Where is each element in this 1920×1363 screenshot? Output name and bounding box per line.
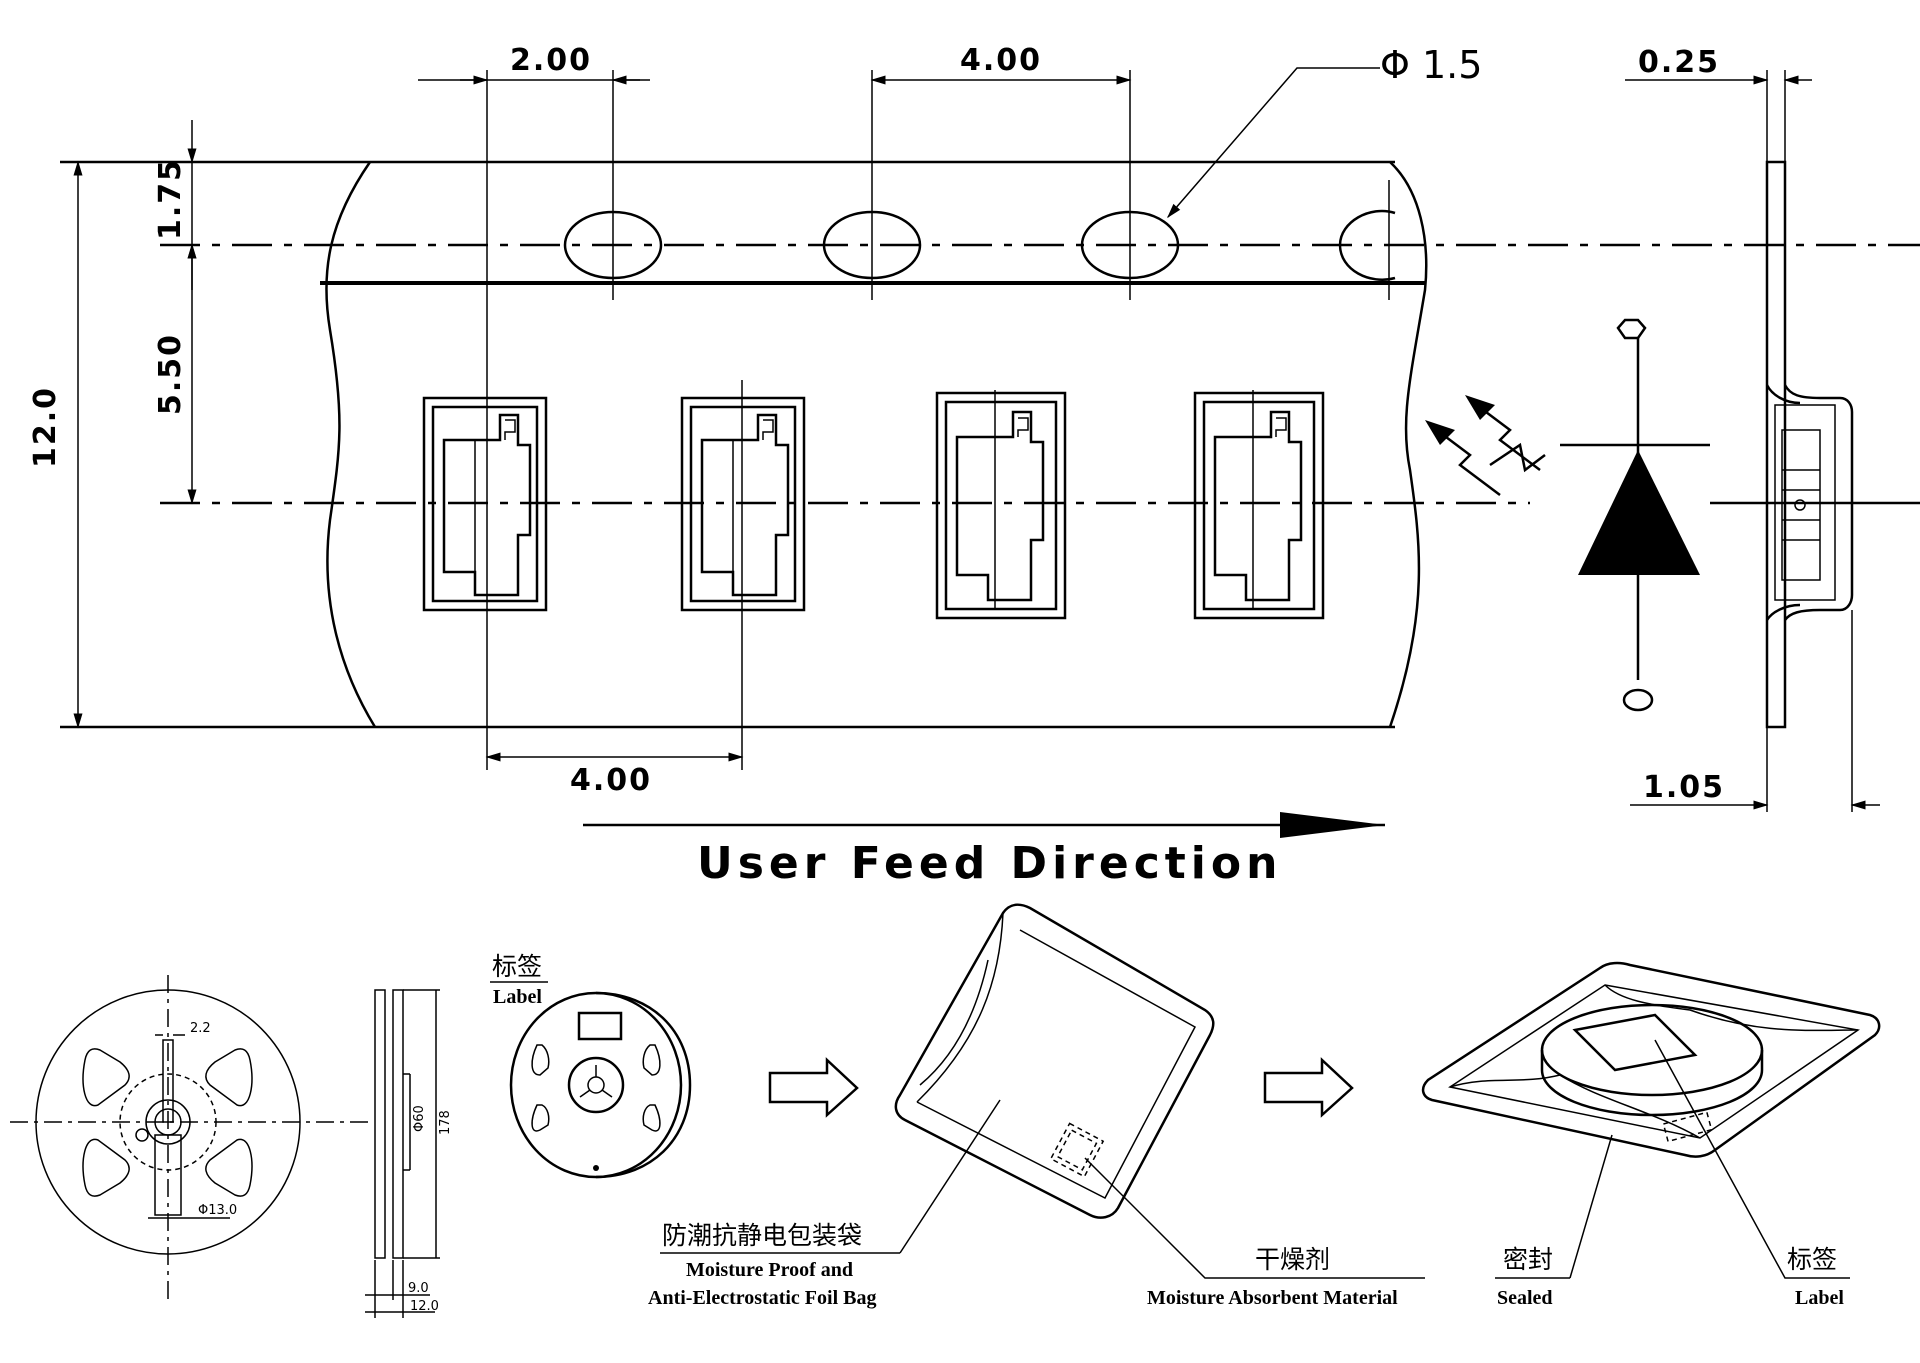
carrier-tape-side-view: 0.25 1.05: [1625, 45, 1880, 812]
step-arrow-1: [768, 1057, 859, 1118]
dim-inner-60: Φ60: [412, 1105, 427, 1132]
dim-hub-13: Φ13.0: [198, 1203, 237, 1218]
feed-direction: User Feed Direction: [583, 812, 1385, 889]
dim-slot-2-2: 2.2: [190, 1021, 211, 1036]
bag-label-en-1: Moisture Proof and: [686, 1259, 853, 1281]
dim-width-9: 9.0: [408, 1281, 429, 1296]
reel-front-view: 2.2 Φ13.0: [10, 975, 370, 1300]
sealed-label-en: Sealed: [1497, 1287, 1553, 1309]
step-arrow-2: [1263, 1057, 1354, 1118]
foil-bag: 防潮抗静电包装袋 Moisture Proof and Anti-Electro…: [648, 903, 1425, 1309]
final-label-en: Label: [1795, 1287, 1844, 1309]
pocket-3: [935, 390, 1067, 620]
dim-hole-diameter: Φ 1.5: [1380, 43, 1482, 87]
dim-4-00-bottom: 4.00: [570, 763, 652, 798]
desiccant-label-en: Moisture Absorbent Material: [1147, 1287, 1398, 1309]
dim-1-05: 1.05: [1643, 770, 1725, 805]
final-label-zh: 标签: [1787, 1245, 1837, 1274]
dim-4-00-top: 4.00: [960, 43, 1042, 78]
reel-label-zh: 标签: [492, 952, 542, 981]
photodiode-symbol: [1425, 318, 1710, 712]
sealed-label-zh: 密封: [1503, 1245, 1553, 1274]
desiccant-label-zh: 干燥剂: [1255, 1245, 1330, 1274]
pocket-1: [422, 396, 548, 612]
reel-with-label: 标签 Label: [490, 952, 692, 1179]
dim-0-25: 0.25: [1638, 45, 1720, 80]
dim-width-12: 12.0: [410, 1299, 439, 1314]
bag-label-en-2: Anti-Electrostatic Foil Bag: [648, 1287, 876, 1309]
bag-label-zh: 防潮抗静电包装袋: [662, 1221, 862, 1250]
sealed-bag: 密封 Sealed 标签 Label: [1421, 961, 1881, 1309]
dim-1-75: 1.75: [153, 158, 188, 240]
dim-12-0: 12.0: [28, 386, 63, 468]
reel-side-view: Φ60 178 9.0 12.0: [365, 989, 453, 1318]
feed-direction-label: User Feed Direction: [697, 838, 1282, 889]
reel-label-en: Label: [493, 986, 542, 1008]
dim-2-00: 2.00: [510, 43, 592, 78]
dim-5-50: 5.50: [153, 333, 188, 415]
pocket-4: [1193, 390, 1325, 620]
dim-outer-178: 178: [438, 1110, 453, 1135]
pocket-2: [680, 396, 806, 612]
carrier-tape-top-view: 2.00 4.00 Φ 1.5 12.0 1.75 5.50 4.00: [28, 43, 1920, 798]
